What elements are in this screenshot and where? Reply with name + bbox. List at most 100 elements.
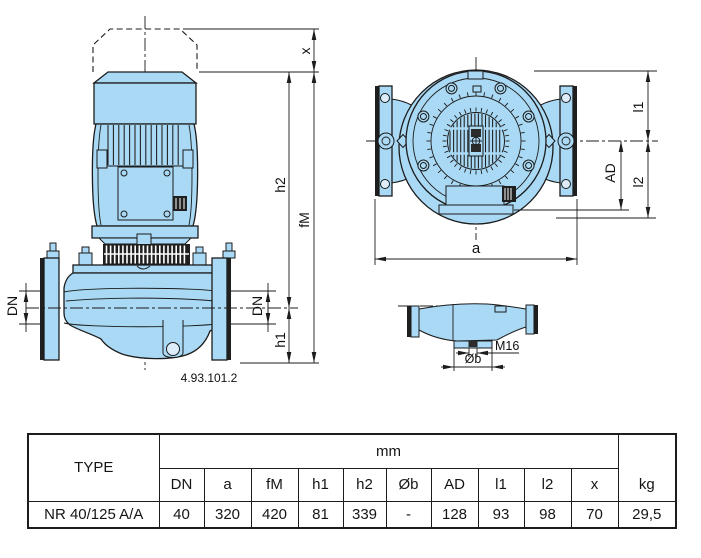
col-header-l1: l1: [477, 467, 525, 502]
tick-mark: [443, 102, 448, 107]
flange-bolt-hole: [380, 93, 390, 103]
terminal-box: [445, 185, 505, 208]
tick-mark: [498, 159, 502, 163]
ad-label: AD: [602, 163, 618, 182]
detail-left-flange: [410, 305, 420, 338]
drain-hole: [166, 342, 180, 356]
dimension-table: TYPE mm kg DN a fM h1 h2 Øb AD l1 l2 x N…: [27, 433, 677, 529]
value-l1: 93: [477, 500, 525, 529]
front-view: l1 AD l2 a: [366, 57, 658, 265]
tick-mark: [515, 163, 520, 167]
drain-plug: [468, 341, 478, 347]
tick-mark: [520, 131, 525, 134]
dn-left-label: DN: [4, 296, 20, 316]
tick-mark: [427, 148, 432, 151]
table-row: NR 40/125 A/A 40 320 420 81 339 - 128 93…: [27, 500, 677, 529]
value-kg: 29,5: [617, 500, 677, 529]
tick-mark: [450, 97, 454, 102]
x-label: x: [297, 48, 313, 55]
col-header-dn: DN: [158, 467, 205, 502]
tick-mark: [483, 92, 486, 97]
m16-label: M16: [495, 339, 519, 353]
rim-ticks: [426, 91, 526, 191]
mm-header: mm: [158, 433, 619, 469]
tick-mark: [498, 119, 502, 123]
drawing-number: 4.93.101.2: [181, 371, 238, 385]
tick-mark: [454, 115, 458, 119]
type-header: TYPE: [27, 433, 160, 502]
value-h1: 81: [297, 500, 344, 529]
motor-nameplate: [117, 166, 174, 221]
type-value: NR 40/125 A/A: [27, 500, 160, 529]
value-l2: 98: [523, 500, 572, 529]
col-header-fm: fM: [250, 467, 299, 502]
tick-mark: [515, 115, 520, 119]
tick-mark: [432, 163, 437, 167]
tick-mark: [518, 156, 523, 159]
value-fm: 420: [250, 500, 299, 529]
tick-mark: [443, 175, 448, 180]
tick-mark: [490, 111, 494, 116]
technical-drawing: DN DN h2 h1 x fM 4.93.101.2: [4, 16, 658, 385]
cover-bolt-inner: [419, 113, 427, 120]
fan-cover-top: [92, 71, 198, 84]
cover-bolt-inner: [525, 162, 533, 169]
terminal-box-base: [438, 204, 514, 215]
col-header-a: a: [203, 467, 252, 502]
tick-mark: [490, 166, 494, 171]
value-a: 320: [203, 500, 252, 529]
col-header-x: x: [570, 467, 619, 502]
suction-flange: [43, 257, 60, 361]
cover-bolt: [522, 110, 535, 123]
side-view: DN DN h2 h1 x fM 4.93.101.2: [4, 16, 319, 385]
cover-bolt: [522, 159, 535, 172]
tick-mark: [427, 131, 432, 134]
tick-mark: [510, 108, 515, 113]
shaft-coupling: [136, 233, 152, 246]
tick-mark: [498, 180, 502, 185]
tick-mark: [503, 129, 508, 132]
kg-header: kg: [617, 433, 677, 502]
fm-label: fM: [296, 212, 312, 228]
l1-label: l1: [630, 101, 646, 112]
casing-stud: [78, 252, 93, 267]
col-header-l2: l2: [523, 467, 572, 502]
h1-label: h1: [272, 332, 288, 348]
fan-cover: [93, 82, 197, 125]
tick-mark: [464, 168, 467, 173]
tick-mark: [450, 159, 454, 163]
pump-casing: [63, 272, 228, 360]
h2-label: h2: [272, 177, 288, 193]
cover-bolt-inner: [419, 162, 427, 169]
tick-mark: [498, 97, 502, 102]
tick-mark: [504, 175, 509, 180]
tick-mark: [429, 123, 434, 126]
tick-mark: [450, 180, 454, 185]
tick-mark: [444, 150, 449, 153]
cover-bolt: [494, 82, 507, 95]
casing-stud: [192, 252, 207, 267]
tick-mark: [458, 166, 462, 171]
flange-bolt: [46, 250, 60, 259]
tick-mark: [437, 108, 442, 113]
tick-mark: [491, 94, 494, 99]
tick-mark: [437, 169, 442, 174]
col-header-h2: h2: [342, 467, 387, 502]
lifting-lug: [467, 70, 484, 80]
tick-mark: [494, 163, 498, 167]
tick-mark: [442, 134, 447, 137]
tick-mark: [458, 111, 462, 116]
tick-mark: [454, 163, 458, 167]
tick-mark: [446, 123, 451, 127]
col-header-ad: AD: [430, 467, 479, 502]
flange-bolt-hole: [561, 93, 571, 103]
l2-label: l2: [630, 176, 646, 187]
tick-mark: [501, 155, 506, 159]
tick-mark: [444, 129, 449, 132]
tick-mark: [510, 169, 515, 174]
tick-mark: [480, 170, 483, 175]
value-x: 70: [570, 500, 619, 529]
tick-mark: [494, 115, 498, 119]
grille-ticks: [442, 107, 510, 175]
